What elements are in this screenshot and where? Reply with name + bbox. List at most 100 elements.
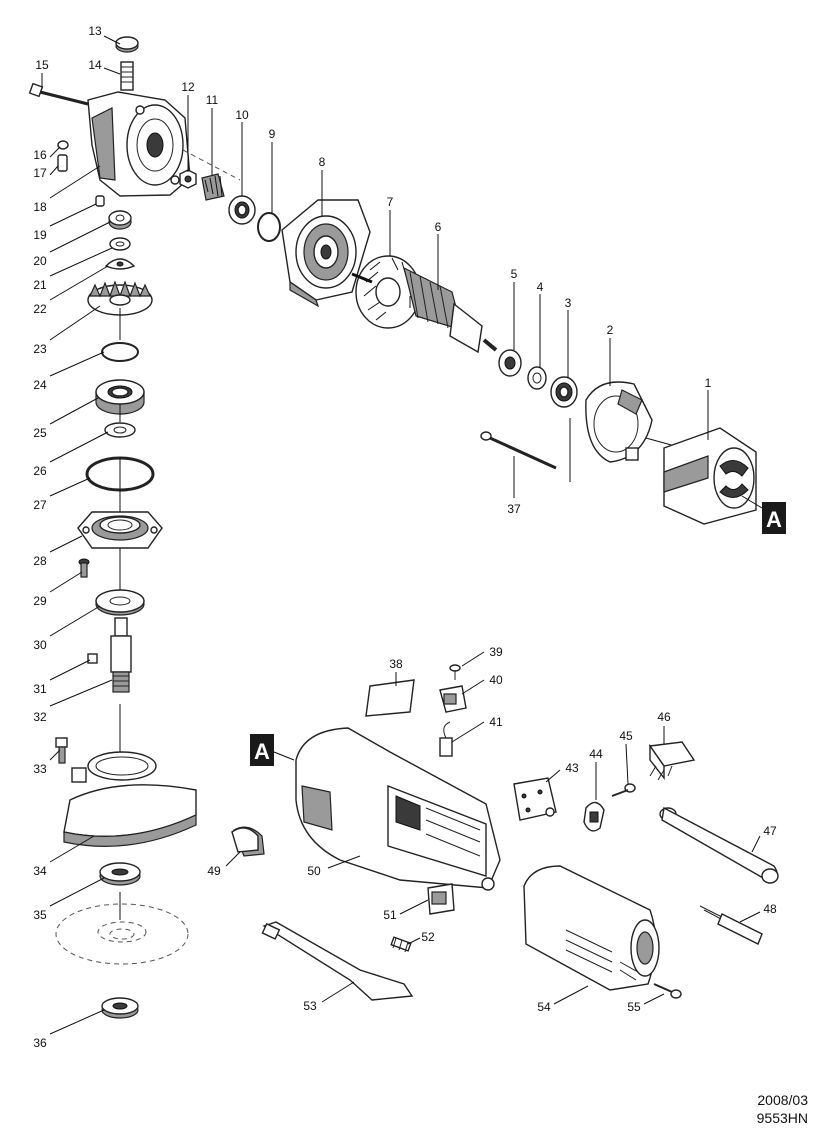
label-48: 48 [763, 902, 777, 916]
label-18: 18 [33, 200, 47, 214]
label-13: 13 [88, 24, 102, 38]
part-52-spring [390, 936, 412, 953]
part-38-name-plate [365, 679, 415, 717]
part-7-fan [355, 255, 421, 329]
label-2: 2 [607, 323, 614, 337]
part-41-carbon-brush [439, 721, 453, 757]
label-54: 54 [537, 1000, 551, 1014]
label-33: 33 [33, 762, 47, 776]
part-5-ball-bearing [498, 349, 522, 377]
part-11-spiral-bevel-gear [201, 173, 225, 201]
label-11: 11 [206, 93, 219, 107]
label-40: 40 [489, 673, 503, 687]
label-49: 49 [207, 864, 221, 878]
part-39-screw [449, 664, 461, 680]
label-16: 16 [33, 148, 47, 162]
part-20-nut [108, 210, 132, 230]
part-23-bevel-gear [87, 280, 153, 316]
part-55-screw [653, 983, 682, 999]
label-1: 1 [705, 376, 712, 390]
label-15: 15 [35, 58, 49, 72]
revision-date: 2008/03 [757, 1092, 808, 1108]
part-37-screw [480, 431, 557, 470]
part-10-ball-bearing [228, 195, 256, 225]
part-21-washer [109, 237, 131, 251]
label-38: 38 [389, 657, 403, 671]
part-12-nut [179, 169, 197, 189]
part-53-switch-lever [261, 921, 414, 1001]
label-17: 17 [33, 166, 47, 180]
part-43-switch [513, 777, 557, 821]
label-30: 30 [33, 638, 47, 652]
label-47: 47 [763, 824, 777, 838]
label-51: 51 [383, 908, 397, 922]
part-33-clamp-screw [55, 737, 68, 764]
model-number: 9553HN [756, 1110, 808, 1126]
label-19: 19 [33, 228, 47, 242]
label-26: 26 [33, 464, 47, 478]
label-9: 9 [269, 127, 276, 141]
label-43: 43 [565, 761, 579, 775]
label-27: 27 [33, 498, 47, 512]
label-22: 22 [33, 302, 47, 316]
part-49-switch-button [231, 826, 265, 857]
part-24-retaining-ring [101, 342, 139, 362]
part-15-screw [28, 82, 89, 106]
label-10: 10 [235, 108, 249, 122]
part-6-armature [351, 266, 498, 354]
part-22-washer [104, 258, 136, 270]
part-9-o-ring [257, 212, 281, 242]
part-13-cap [115, 36, 139, 53]
label-4: 4 [537, 280, 544, 294]
label-53: 53 [303, 999, 317, 1013]
label-25: 25 [33, 426, 47, 440]
part-45-screw [611, 783, 636, 797]
part-54-rear-cover [523, 865, 660, 991]
part-51-brush-holder [427, 883, 455, 915]
label-5: 5 [511, 267, 518, 281]
part-48-cord [699, 905, 763, 945]
part-2-baffle-plate [585, 381, 653, 463]
part-3-ball-bearing [550, 376, 578, 408]
callout-a-bottom: A [250, 734, 295, 766]
part-14-spring [120, 61, 134, 91]
label-44: 44 [589, 747, 603, 761]
part-36-lock-nut [101, 997, 139, 1019]
label-29: 29 [33, 594, 47, 608]
label-24: 24 [33, 378, 47, 392]
part-31-key [87, 653, 98, 664]
label-7: 7 [387, 195, 394, 209]
part-16-ring [57, 140, 69, 150]
part-4-washer [527, 366, 547, 390]
label-20: 20 [33, 254, 47, 268]
label-21: 21 [33, 278, 47, 292]
label-37: 37 [507, 502, 521, 516]
part-47-cord-guard [659, 806, 779, 884]
part-19-set-screw [95, 195, 105, 207]
label-35: 35 [33, 908, 47, 922]
label-52: 52 [421, 930, 435, 944]
label-23: 23 [33, 342, 47, 356]
label-34: 34 [33, 864, 47, 878]
label-39: 39 [489, 645, 503, 659]
label-45: 45 [619, 729, 633, 743]
part-28-bearing-box [77, 511, 163, 549]
label-3: 3 [565, 296, 572, 310]
part-number-labels: 13 14 15 16 17 18 19 20 21 22 23 24 25 2… [33, 24, 777, 1050]
callout-a-top: A [741, 495, 786, 534]
label-14: 14 [88, 58, 102, 72]
part-46-noise-suppressor [648, 741, 696, 781]
part-26-flat-washer [104, 422, 136, 438]
part-8-bearing-plate [281, 199, 371, 308]
label-28: 28 [33, 554, 47, 568]
label-50: 50 [307, 864, 321, 878]
leader-lines [41, 35, 761, 1035]
label-8: 8 [319, 155, 326, 169]
part-17-pin [57, 154, 68, 172]
part-18-gear-housing [87, 91, 241, 197]
part-44-strain-relief [583, 801, 605, 832]
part-32-spindle [110, 617, 132, 693]
grinding-wheel-outline [55, 903, 189, 965]
part-40-brush-holder [439, 685, 467, 713]
